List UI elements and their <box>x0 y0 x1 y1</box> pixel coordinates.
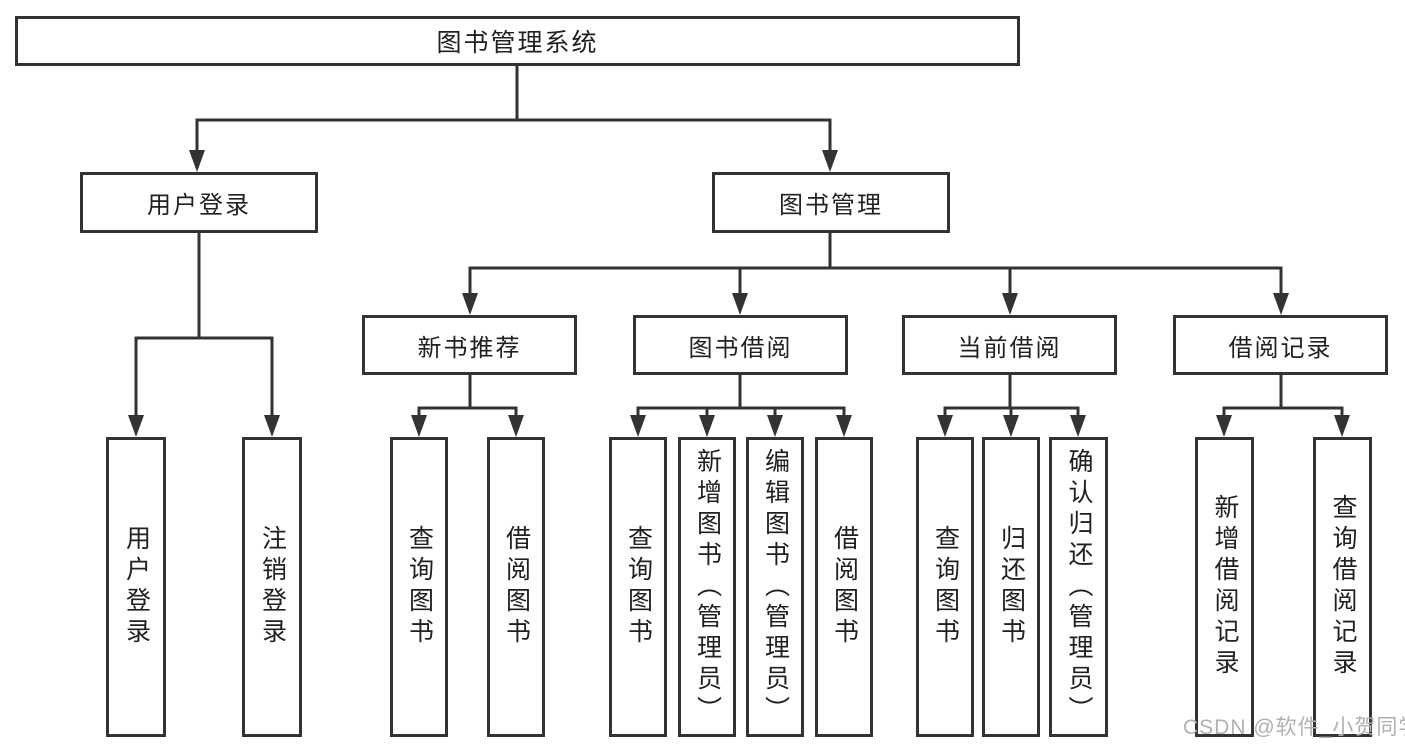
leaf-query-borrow-record-label: 查询借阅记录 <box>1329 494 1357 680</box>
node-current-borrowing-label: 当前借阅 <box>957 334 1062 362</box>
leaf-confirm-return-admin: 确认归还（管理员） <box>1049 437 1108 737</box>
node-library-management-system: 图书管理系统 <box>15 16 1020 66</box>
node-book-borrowing: 图书借阅 <box>633 315 848 375</box>
leaf-add-books-admin: 新增图书（管理员） <box>678 437 736 737</box>
leaf-query-books-recommend-label: 查询图书 <box>405 525 434 649</box>
node-user-login-label: 用户登录 <box>147 192 251 219</box>
leaf-add-borrow-record-label: 新增借阅记录 <box>1211 494 1239 680</box>
node-library-management-system-label: 图书管理系统 <box>436 29 599 57</box>
leaf-user-login: 用户登录 <box>106 437 166 737</box>
leaf-query-books-current: 查询图书 <box>916 437 974 737</box>
leaf-query-books-current-label: 查询图书 <box>931 525 960 649</box>
leaf-logout: 注销登录 <box>242 437 302 737</box>
leaf-query-books-borrowing-label: 查询图书 <box>624 525 653 649</box>
node-borrow-records-label: 借阅记录 <box>1228 334 1333 362</box>
leaf-borrow-books-recommend-label: 借阅图书 <box>502 525 531 649</box>
leaf-return-books: 归还图书 <box>982 437 1040 737</box>
leaf-logout-label: 注销登录 <box>258 525 287 649</box>
node-new-book-recommend: 新书推荐 <box>362 315 577 375</box>
leaf-query-books-recommend: 查询图书 <box>390 437 448 737</box>
leaf-borrow-books-label: 借阅图书 <box>830 525 859 649</box>
leaf-query-books-borrowing: 查询图书 <box>609 437 667 737</box>
leaf-borrow-books-recommend: 借阅图书 <box>487 437 545 737</box>
leaf-query-borrow-record: 查询借阅记录 <box>1313 437 1372 737</box>
leaf-add-borrow-record: 新增借阅记录 <box>1195 437 1254 737</box>
csdn-watermark: CSDN @软件_小贺同学 <box>1183 716 1405 739</box>
leaf-user-login-label: 用户登录 <box>122 525 151 649</box>
leaf-confirm-return-admin-label: 确认归还（管理员） <box>1065 447 1093 727</box>
node-borrow-records: 借阅记录 <box>1173 315 1388 375</box>
node-book-management-label: 图书管理 <box>779 192 883 219</box>
node-current-borrowing: 当前借阅 <box>902 315 1117 375</box>
leaf-edit-books-admin: 编辑图书（管理员） <box>746 437 804 737</box>
node-user-login: 用户登录 <box>80 172 318 233</box>
node-book-borrowing-label: 图书借阅 <box>688 334 793 362</box>
leaf-edit-books-admin-label: 编辑图书（管理员） <box>761 447 790 727</box>
arrowhead-icons <box>128 150 1350 437</box>
leaf-add-books-admin-label: 新增图书（管理员） <box>693 447 722 727</box>
node-new-book-recommend-label: 新书推荐 <box>417 334 522 362</box>
node-book-management: 图书管理 <box>712 172 950 233</box>
leaf-borrow-books: 借阅图书 <box>815 437 873 737</box>
leaf-return-books-label: 归还图书 <box>997 525 1026 649</box>
